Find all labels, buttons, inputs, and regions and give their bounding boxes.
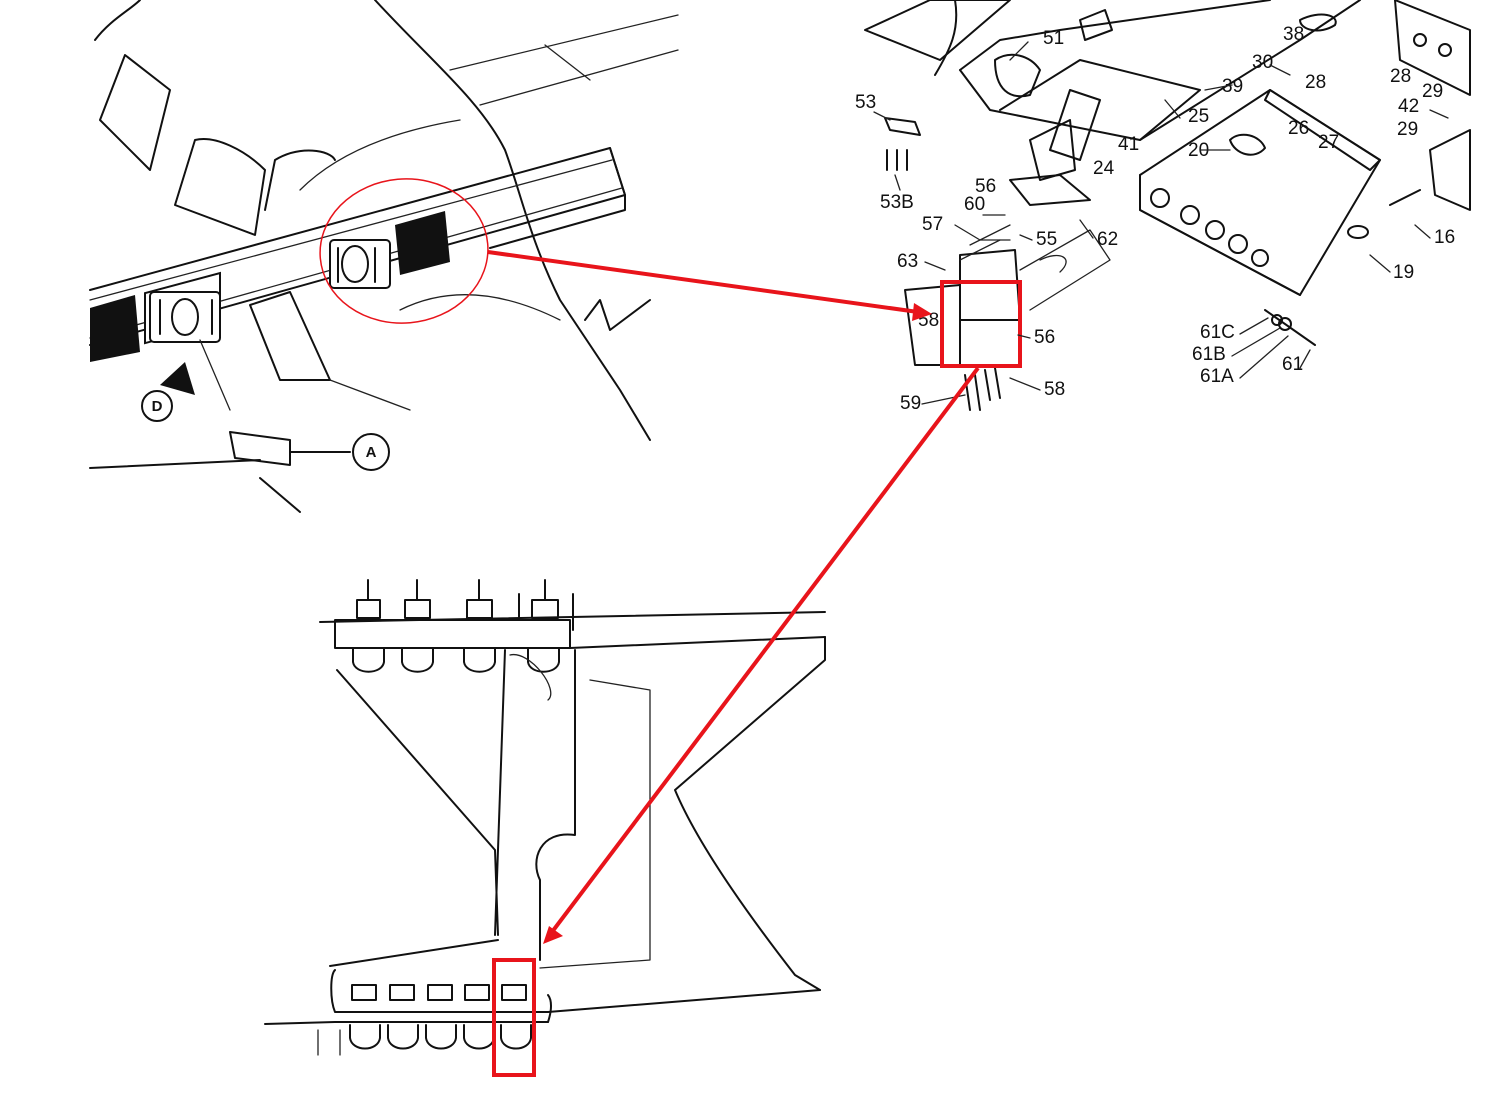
part-label-56a: 56 — [975, 176, 996, 197]
arrow-head-2 — [543, 926, 563, 944]
part-label-53b: 53B — [880, 192, 914, 213]
part-label-61: 61 — [1282, 354, 1303, 375]
part-label-58b: 58 — [1044, 379, 1065, 400]
part-label-16: 16 — [1434, 227, 1455, 248]
part-label-60: 60 — [964, 194, 985, 215]
part-label-27: 27 — [1318, 132, 1339, 153]
part-label-30: 30 — [1252, 52, 1273, 73]
exploded-parts-view: 51 38 30 28 28 29 39 25 53 42 29 41 24 2… — [855, 0, 1471, 414]
view-d-label: D — [152, 398, 163, 415]
part-label-56b: 56 — [1034, 327, 1055, 348]
arrow-bracket-to-detail — [550, 366, 980, 934]
top-bolt-row — [352, 579, 574, 673]
part-label-19: 19 — [1393, 262, 1414, 283]
part-label-25: 25 — [1188, 106, 1209, 127]
part-label-51: 51 — [1043, 28, 1064, 49]
part-label-29b: 29 — [1397, 119, 1418, 140]
part-label-55: 55 — [1036, 229, 1057, 250]
part-label-38: 38 — [1283, 24, 1304, 45]
exploded-box-beam — [1139, 89, 1381, 296]
part-label-28a: 28 — [1305, 72, 1326, 93]
view-callout-d — [141, 390, 173, 422]
part-label-61a: 61A — [1200, 366, 1234, 387]
view-callout-a — [352, 433, 390, 471]
part-label-41: 41 — [1118, 134, 1139, 155]
part-label-26: 26 — [1288, 118, 1309, 139]
part-label-61c: 61C — [1200, 322, 1235, 343]
top-flange — [334, 619, 571, 649]
part-label-24: 24 — [1093, 158, 1115, 179]
part-label-59: 59 — [900, 393, 921, 414]
part-label-20: 20 — [1188, 140, 1209, 161]
part-label-57: 57 — [922, 214, 943, 235]
part-label-39: 39 — [1222, 76, 1243, 97]
bracket-detail-view — [264, 579, 826, 1077]
part-label-63: 63 — [897, 251, 918, 272]
bottom-bolt-row — [317, 984, 532, 1056]
part-label-61b: 61B — [1192, 344, 1226, 365]
arrow-cabin-to-bracket — [487, 250, 919, 314]
cabin-spar-view: D A — [89, 0, 679, 513]
bolt-highlight-box — [492, 958, 536, 1077]
bracket-highlight-box — [940, 280, 1022, 368]
splice-highlight-circle — [319, 178, 489, 324]
part-label-62: 62 — [1097, 229, 1118, 250]
view-a-label: A — [366, 444, 377, 461]
part-label-53: 53 — [855, 92, 876, 113]
cabin-window-2 — [174, 138, 266, 236]
cabin-window-1 — [99, 54, 171, 171]
part-label-29a: 29 — [1422, 81, 1443, 102]
part-label-42: 42 — [1398, 96, 1419, 117]
part-label-28b: 28 — [1390, 66, 1411, 87]
callout-arrows — [487, 250, 980, 944]
view-arrow — [160, 362, 195, 395]
arrow-head-1 — [912, 303, 932, 321]
